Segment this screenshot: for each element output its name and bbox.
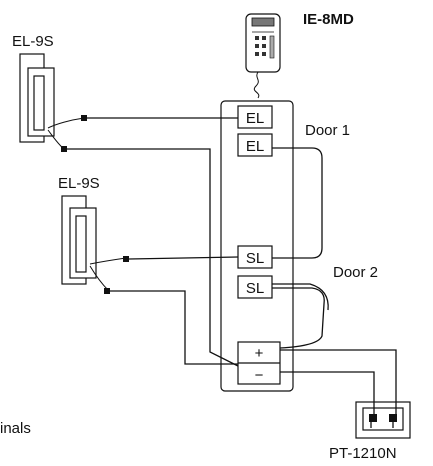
- terminal-el-1-label: EL: [246, 110, 264, 127]
- electric-lock-bottom-label: EL-9S: [58, 175, 100, 192]
- power-supply-label: PT-1210N: [329, 445, 397, 462]
- terminal-sl-2-label: SL: [246, 280, 264, 297]
- electric-lock-top-label: EL-9S: [12, 33, 54, 50]
- electric-lock-bottom: [61, 195, 97, 285]
- terminal-plus-label: +: [255, 345, 264, 362]
- master-station-ie-8md: [245, 13, 281, 99]
- terminal-sl-1-label: SL: [246, 250, 264, 267]
- terminal-minus-label: −: [255, 367, 264, 384]
- door-1-wiring: [47, 115, 323, 367]
- power-supply-pt-1210n: [355, 401, 411, 439]
- door-1-label: Door 1: [305, 122, 350, 139]
- door-2-wiring: [89, 256, 329, 365]
- door-2-label: Door 2: [333, 264, 378, 281]
- electric-lock-top: [19, 53, 55, 143]
- terminal-el-1: [237, 105, 273, 129]
- partial-note-text: inals: [0, 420, 31, 437]
- master-station-label: IE-8MD: [303, 11, 354, 28]
- terminal-sl-2: [237, 275, 273, 299]
- power-wiring: [280, 349, 397, 414]
- terminal-el-2-label: EL: [246, 138, 264, 155]
- terminal-el-2: [237, 133, 273, 157]
